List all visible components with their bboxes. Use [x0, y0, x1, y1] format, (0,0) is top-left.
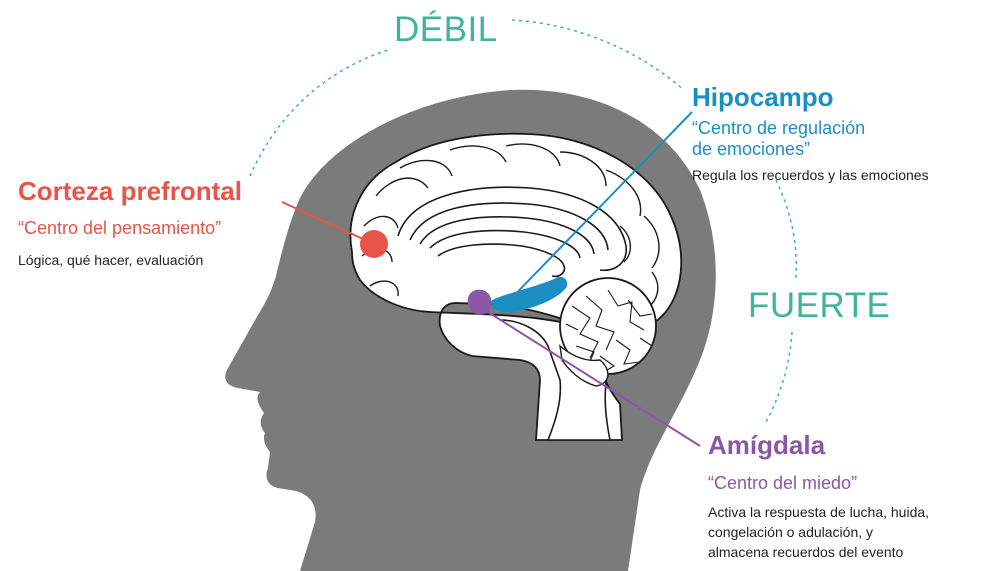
- amygdala-title: Amígdala: [708, 430, 825, 461]
- amygdala-subtitle: “Centro del miedo”: [708, 473, 857, 494]
- red-dot-marker: [360, 230, 388, 258]
- hippocampus-title: Hipocampo: [692, 82, 834, 113]
- hippocampus-description: Regula los recuerdos y las emociones: [692, 165, 929, 185]
- weak-arc-right: [512, 20, 684, 90]
- amygdala-description: Activa la respuesta de lucha, huida, con…: [708, 502, 929, 562]
- prefrontal-description: Lógica, qué hacer, evaluación: [18, 250, 203, 270]
- weak-label: DÉBIL: [394, 10, 498, 50]
- strong-arc-upper: [776, 180, 796, 278]
- strong-label: FUERTE: [748, 286, 890, 326]
- prefrontal-title: Corteza prefrontal: [18, 176, 242, 207]
- prefrontal-subtitle: “Centro del pensamiento”: [18, 218, 221, 239]
- strong-arc-lower: [766, 332, 792, 422]
- hippocampus-subtitle: “Centro de regulación de emociones”: [692, 118, 865, 160]
